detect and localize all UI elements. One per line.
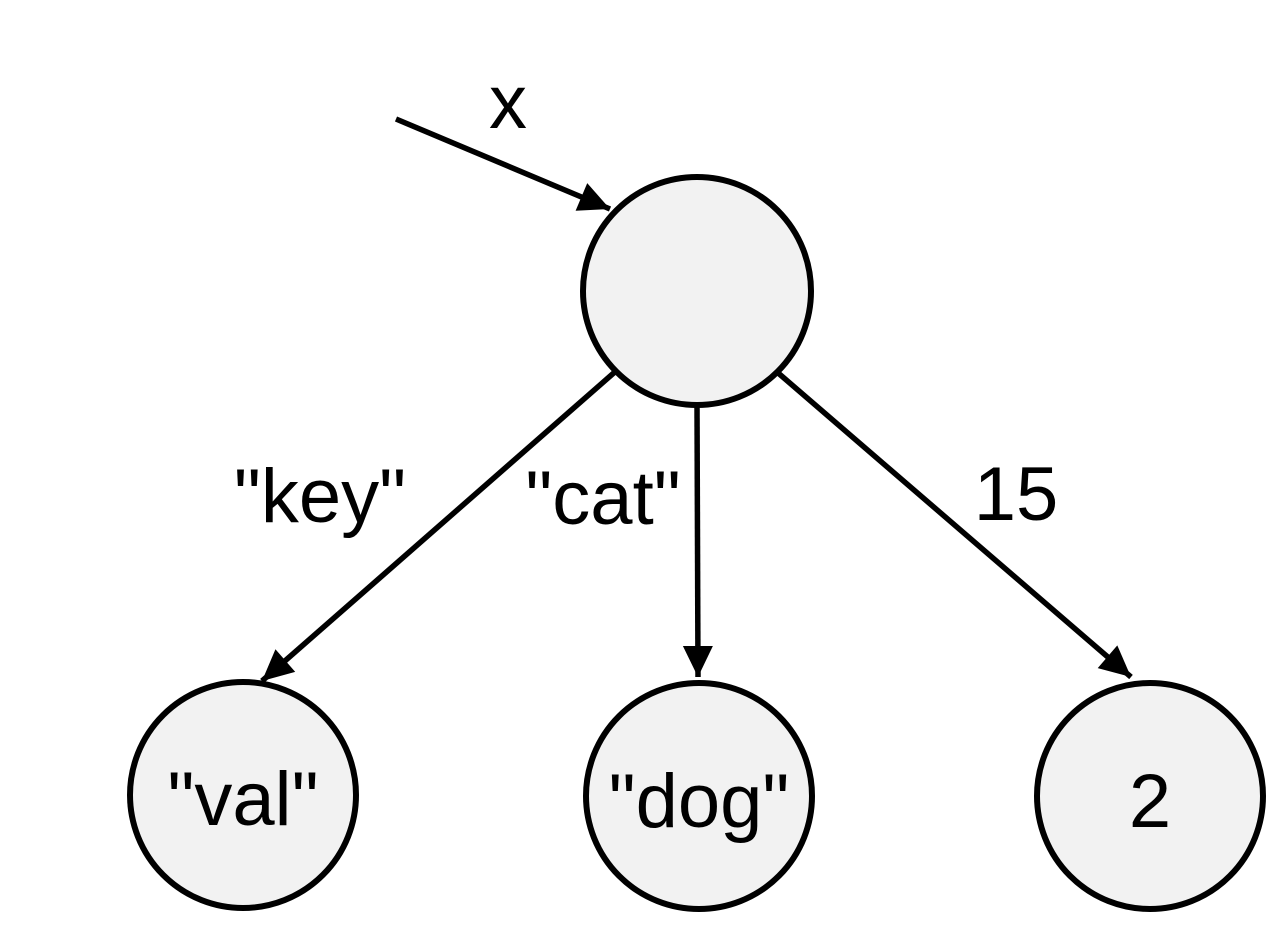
edge-cat-arrow — [682, 404, 713, 678]
edge-label-key: "key" — [234, 454, 406, 539]
leaf-label-dog: "dog" — [609, 759, 790, 844]
leaf-node-val — [127, 679, 359, 911]
leaf-label-2: 2 — [1129, 759, 1171, 844]
variable-pointer-arrow — [394, 116, 612, 212]
edge-label-cat: "cat" — [525, 456, 680, 541]
leaf-label-val: "val" — [167, 757, 318, 842]
edge-15-arrow — [775, 369, 1133, 680]
leaf-node-dog — [583, 680, 815, 912]
edge-label-15: 15 — [974, 452, 1059, 537]
nodes-group — [127, 174, 1266, 912]
variable-label: x — [489, 60, 527, 145]
labels-group: x "key" "cat" 15 "val" "dog" 2 — [167, 60, 1171, 844]
edge-key-arrow — [260, 368, 618, 684]
edges-group — [260, 116, 1133, 684]
leaf-node-2 — [1034, 680, 1266, 912]
root-node — [580, 174, 814, 408]
